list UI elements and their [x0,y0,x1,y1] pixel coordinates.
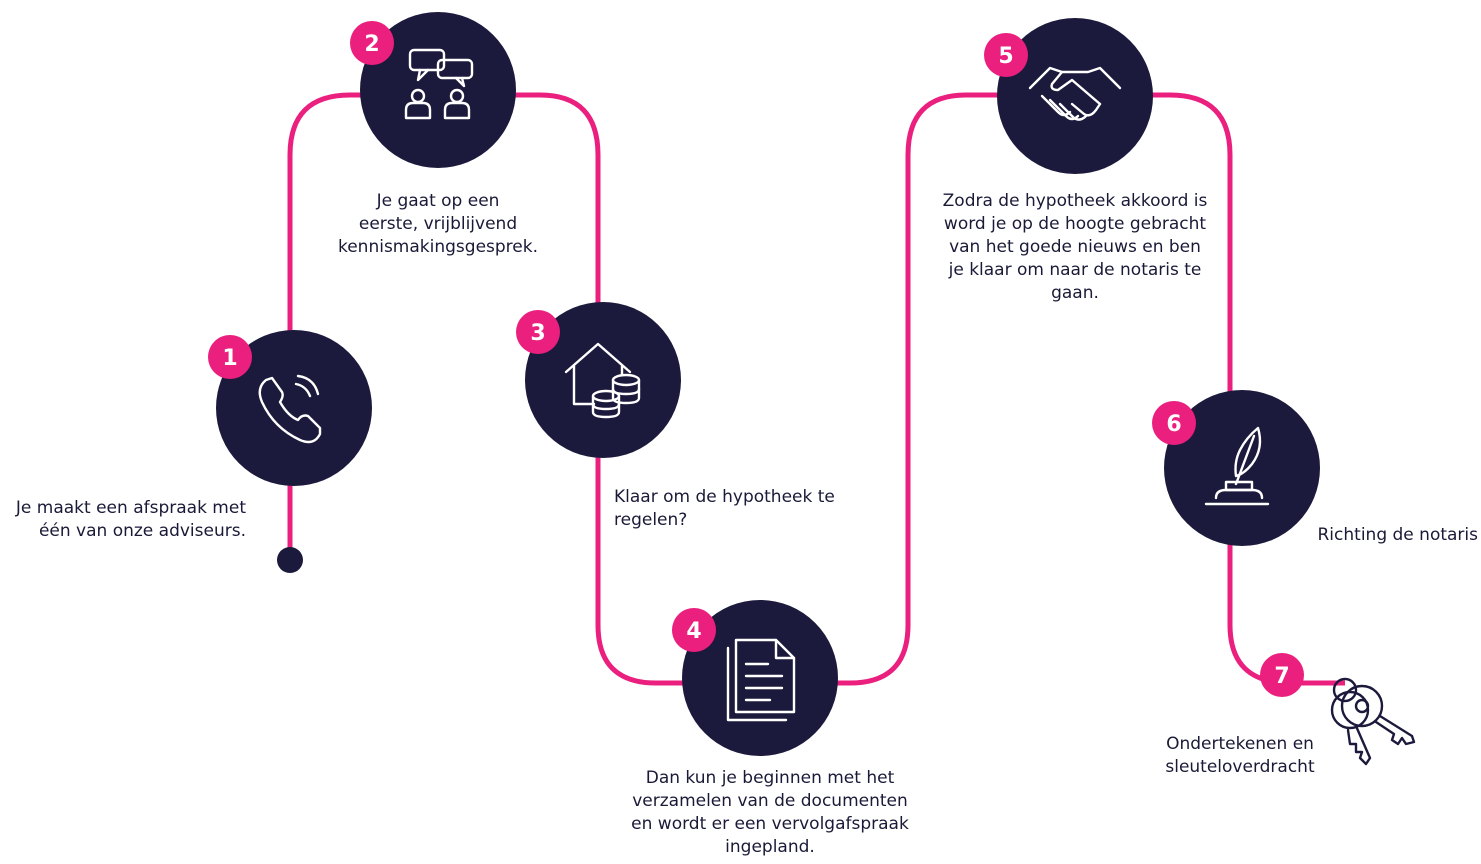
step-4-circle [682,600,838,756]
step-5-number: 5 [998,44,1013,69]
step-3-description: Klaar om de hypotheek te regelen? [614,487,835,530]
step-4-badge [672,608,716,652]
handshake-icon [1028,66,1122,121]
step-7-description: Ondertekenen en sleuteloverdracht [1165,734,1315,777]
step-2-number: 2 [364,32,379,57]
step-2-badge [350,21,394,65]
step-1-description: Je maakt een afspraak met één van onze a… [15,498,246,541]
step-1-badge [208,335,252,379]
step-6-badge [1152,401,1196,445]
step-4-description: Dan kun je beginnen met het verzamelen v… [631,768,909,857]
quill-inkpot-icon [1204,426,1270,506]
step-3: 3 [516,302,681,458]
step-3-badge [516,310,560,354]
step-1: 1 [208,330,372,486]
step-5-circle [997,18,1153,174]
step-1-number: 1 [222,346,237,371]
timeline-path [287,92,1345,686]
step-2-circle [360,12,516,168]
step-1-circle [216,330,372,486]
step-3-circle [525,302,681,458]
step-4: 4 [672,600,838,756]
step-7-badge [1260,653,1304,697]
step-6-description: Richting de notaris [1317,525,1479,545]
phone-icon [258,374,322,444]
step-7-number: 7 [1274,664,1289,689]
step-3-number: 3 [530,321,545,346]
step-5-badge [984,33,1028,77]
step-6-number: 6 [1166,412,1181,437]
step-6: 6 [1152,390,1320,546]
timeline-start-dot [277,547,303,573]
step-2-description: Je gaat op een eerste, vrijblijvend kenn… [337,191,538,257]
house-coins-icon [564,342,641,419]
step-2: 2 [350,12,516,168]
keys-icon [1330,677,1416,766]
conversation-icon [404,48,474,120]
step-7: 7 [1260,653,1416,766]
document-icon [726,638,796,722]
step-5: 5 [984,18,1153,174]
step-4-number: 4 [686,619,701,644]
step-5-description: Zodra de hypotheek akkoord is word je op… [942,191,1208,303]
